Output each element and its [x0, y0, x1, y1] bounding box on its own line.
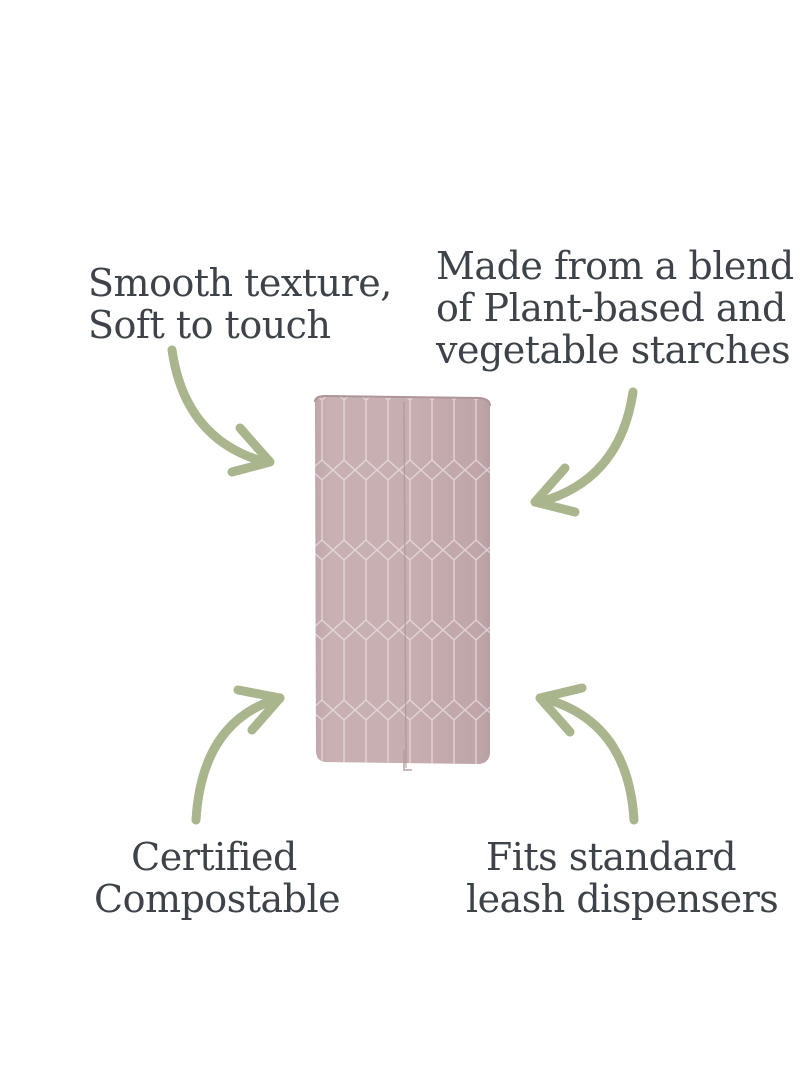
callout-line: Certified [131, 835, 297, 879]
callout-dispensers: Fits standard leash dispensers [466, 835, 779, 921]
curved-arrow-icon [191, 685, 285, 825]
callout-line: Smooth texture, [88, 261, 392, 305]
curved-arrow-icon [167, 345, 275, 477]
callout-line: leash dispensers [466, 877, 779, 921]
bag-roll-icon [314, 394, 491, 771]
callout-line: of Plant-based and [436, 286, 786, 330]
callout-line: Made from a blend [436, 244, 794, 288]
callout-compostable: Certified Compostable [94, 835, 341, 921]
curved-arrow-icon [535, 683, 639, 825]
callout-line: Fits standard [485, 835, 737, 879]
callout-line: Soft to touch [88, 303, 331, 347]
callout-line: vegetable starches [436, 328, 791, 372]
callout-line: Compostable [94, 877, 341, 921]
curved-arrow-icon [530, 387, 638, 517]
callout-smooth-texture: Smooth texture, Soft to touch [88, 262, 392, 346]
callout-plant-based: Made from a blend of Plant-based and veg… [436, 244, 794, 372]
